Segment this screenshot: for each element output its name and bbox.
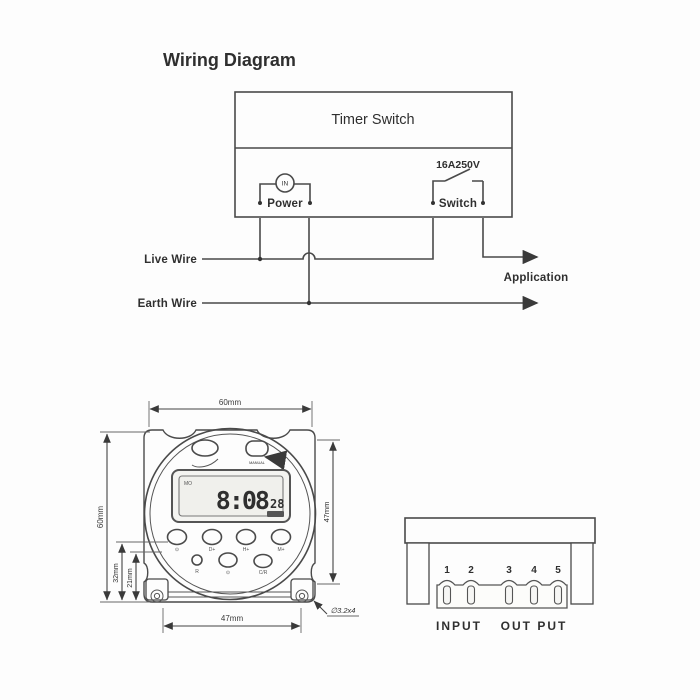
hole-leader-line — [313, 600, 328, 615]
reset-button-label: R — [195, 569, 199, 575]
switch-rating-label: 16A250V — [436, 159, 480, 171]
dim-top-width-label: 60mm — [219, 398, 242, 407]
pin-number-4: 4 — [531, 565, 537, 576]
switch-label: Switch — [439, 198, 477, 210]
dim-right-height-label: 47mm — [322, 502, 331, 523]
mode-button — [218, 552, 238, 568]
terminal-left-flange — [406, 542, 430, 605]
screw-hole-right-inner — [298, 592, 306, 600]
power-terminal-dot-right — [308, 201, 312, 205]
live-junction-dot — [257, 256, 263, 262]
application-wire-line — [482, 218, 539, 265]
screw-hole-left-inner — [153, 592, 161, 600]
wiring-lines: Live Wire Earth Wire Application — [138, 218, 569, 311]
dimension-annotations: 60mm 60mm 32mm 21mm 47mm 47mm ∅3.2x4 — [96, 398, 359, 633]
terminal-right-flange — [570, 542, 594, 605]
power-terminal-bracket — [259, 183, 311, 203]
manual-pointer-arrow-icon — [263, 450, 288, 472]
day-plus-button — [201, 528, 223, 546]
output-label: OUT PUT — [501, 619, 568, 633]
pin-number-1: 1 — [444, 565, 450, 576]
power-terminal-dot-left — [258, 201, 262, 205]
lcd-day-label: MO — [184, 481, 192, 487]
switch-terminal-dot-left — [431, 201, 435, 205]
switch-contact-icon — [432, 168, 484, 203]
timer-switch-box: Timer Switch — [234, 91, 513, 218]
timer-switch-title: Timer Switch — [331, 112, 414, 128]
screw-hole-right — [295, 589, 309, 603]
live-wire-line — [202, 218, 434, 260]
manual-button — [245, 440, 269, 457]
terminal-slot-2 — [466, 585, 476, 605]
live-wire-label: Live Wire — [144, 254, 197, 266]
hour-plus-button — [235, 528, 257, 546]
button-row-1: ⊙ D+ H+ M+ — [166, 528, 292, 553]
power-coil-icon — [275, 173, 295, 193]
clock-set-button — [191, 439, 219, 457]
hour-plus-label: H+ — [243, 547, 250, 553]
power-label: Power — [267, 198, 303, 210]
terminal-pin-numbers: 1 2 3 4 5 — [444, 565, 561, 576]
terminal-slot-3 — [504, 585, 514, 605]
lcd-time-display: 8:08 — [216, 486, 269, 515]
minute-plus-button — [270, 528, 292, 546]
button-row-2: R ⊙ C/R — [191, 552, 273, 576]
terminal-slots — [442, 585, 563, 605]
cr-button-label: C/R — [259, 570, 268, 576]
earth-wire-label: Earth Wire — [138, 298, 197, 310]
pin-number-5: 5 — [555, 565, 561, 576]
application-label: Application — [504, 272, 569, 284]
mount-hole-label: ∅3.2x4 — [331, 606, 356, 615]
terminal-slot-4 — [529, 585, 539, 605]
input-label: INPUT — [436, 619, 482, 633]
power-coil-label: IN — [282, 181, 289, 188]
terminal-slot-5 — [553, 585, 563, 605]
device-body-circle — [143, 427, 317, 601]
cr-button — [253, 553, 273, 569]
switch-terminal-dot-right — [481, 201, 485, 205]
lcd-status-badge — [267, 511, 284, 517]
timer-switch-outline — [234, 91, 513, 218]
clock-set-underline — [191, 458, 219, 468]
lcd-seconds-display: 28 — [270, 497, 284, 511]
mode-button-label: ⊙ — [226, 570, 230, 576]
minute-plus-label: M+ — [277, 547, 284, 553]
terminal-slot-1 — [442, 585, 452, 605]
reset-button — [191, 554, 203, 566]
dim-inner-32-label: 32mm — [113, 563, 120, 583]
dim-inner-21-label: 21mm — [127, 568, 134, 588]
pin-number-2: 2 — [468, 565, 474, 576]
earth-junction-dot — [306, 300, 312, 306]
device-body-inner-circle — [149, 433, 311, 595]
dim-left-height-label: 60mm — [96, 506, 105, 529]
timer-device-drawing: MANUAL MO 8:08 28 ⊙ D+ H+ M+ R ⊙ C/R — [143, 427, 317, 603]
page-title: Wiring Diagram — [163, 50, 296, 70]
switch-symbol: 16A250V Switch — [431, 159, 485, 210]
terminal-top-bar — [404, 517, 596, 544]
screw-hole-left — [150, 589, 164, 603]
day-plus-label: D+ — [209, 547, 216, 553]
terminal-block-drawing: 1 2 3 4 5 INPUT OUT PUT — [404, 517, 596, 633]
clock-button — [166, 528, 188, 546]
manual-button-label: MANUAL — [249, 461, 265, 465]
dim-bottom-width-label: 47mm — [221, 614, 244, 623]
lcd-screen — [178, 475, 284, 517]
clock-button-label: ⊙ — [175, 547, 179, 553]
terminal-strip-outline — [436, 579, 568, 609]
pin-number-3: 3 — [506, 565, 512, 576]
power-symbol: IN Power — [258, 173, 312, 210]
